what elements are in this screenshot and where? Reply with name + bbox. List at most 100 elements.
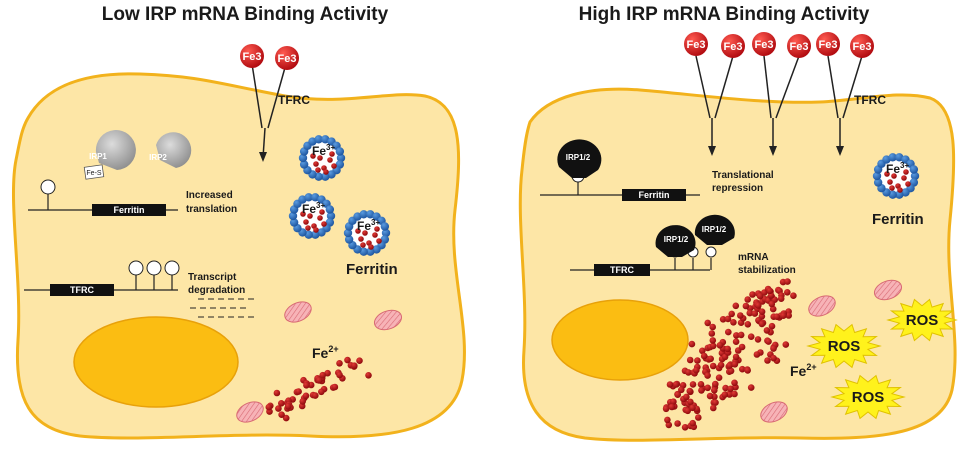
ferritin-shell: Fe3+ [298,135,346,181]
iron-atom [709,362,717,370]
mitochondrion [873,279,903,301]
ferritin-subunit [335,147,345,156]
left-tfrc-mrna: TFRC [24,260,180,296]
iron-atom [683,393,690,401]
iron-atom [756,292,764,300]
left-fe3-ball-2: Fe3 [275,46,299,70]
left-transcript-label: Transcript [188,272,237,283]
iron-atom [730,319,737,326]
iron-atom [747,333,755,341]
iron-atom [731,379,738,387]
iron-atom [307,213,313,219]
iron-atom [727,385,734,393]
iron-atom [295,388,302,395]
iron-atom [315,377,323,384]
right-fe3-ball: Fe3 [684,32,708,56]
svg-text:TFRC: TFRC [70,285,94,295]
iron-atom [891,173,897,179]
iron-atom [300,211,306,217]
right-fe3-ball: Fe3 [816,32,840,56]
right-tfrc-label: TFRC [854,93,886,107]
right-repression-label: repression [712,183,763,194]
iron-atom [766,287,774,295]
irp12-protein: IRP1/2 [694,214,735,245]
iron-atom [303,219,309,225]
iron-atom [689,381,697,388]
iron-atom [319,209,325,215]
iron-atom [724,315,732,323]
iron-atom [331,163,337,169]
irp1-protein: IRP1 [89,130,136,170]
svg-text:Fe3: Fe3 [278,53,297,65]
iron-atom [887,179,893,185]
left-ferritin-mrna: Ferritin [28,179,178,216]
right-ferritin-name: Ferritin [872,211,924,228]
iron-atom [662,405,670,413]
ferritin-subunit [343,228,353,238]
svg-text:IRP1/2: IRP1/2 [702,225,727,234]
iron-atom [901,175,907,181]
iron-atom [777,295,785,303]
iron-atom [708,330,716,337]
ferritin-subunit [366,247,375,256]
iron-atom [744,296,751,303]
right-fe3-ball: Fe3 [850,34,874,58]
iron-atom [315,167,321,173]
right-stabilization-label: stabilization [738,265,796,276]
iron-atom [694,357,701,364]
mitochondrion [373,309,403,331]
left-fe2-label: Fe2+ [312,344,339,361]
left-panel-title: Low IRP mRNA Binding Activity [102,4,389,25]
iron-atom [265,403,273,411]
irp12-protein: IRP1/2 [655,225,696,257]
ferritin-subunit [304,193,313,202]
ferritin-fe3-label: Fe3+ [886,161,909,176]
ferritin-subunit [873,178,883,187]
iron-atom [889,185,895,191]
svg-text:Ferritin: Ferritin [638,190,669,200]
iron-atom [712,399,719,406]
iron-atom [686,387,694,395]
left-increased-label: Increased [186,190,233,201]
iron-atom [765,338,772,345]
iron-atom [709,337,717,344]
iron-atom [717,361,725,369]
iron-atom [731,361,739,368]
iron-atom [681,424,689,431]
iron-atom [360,242,366,248]
iron-atom [273,389,281,397]
iron-atom [768,300,776,308]
iron-atom [698,387,705,394]
ferritin-fe3-label: Fe3+ [357,218,380,233]
iron-atom [728,310,735,318]
right-translational-label: Translational [712,170,774,181]
iron-atom [737,331,745,339]
iron-atom [299,398,307,405]
mitochondrion [284,301,312,323]
iron-atom [670,398,677,406]
iron-atom [336,360,343,367]
iron-atom [755,302,762,309]
svg-text:Fe3: Fe3 [853,41,872,53]
irp12-protein: IRP1/2 [557,139,602,178]
left-cell [11,72,466,440]
ferritin-subunit [872,171,882,181]
right-ferritin-mrna: Ferritin [540,169,700,201]
iron-atom [313,161,319,167]
right-panel-title: High IRP mRNA Binding Activity [579,4,870,25]
svg-text:Fe3: Fe3 [243,51,262,63]
mitochondrion [236,401,264,423]
iron-atom [684,407,691,415]
svg-text:Fe3: Fe3 [687,39,706,51]
iron-atom [754,336,762,343]
right-fe3-ball: Fe3 [721,34,745,58]
iron-atom [305,225,311,231]
iron-atom [715,374,723,382]
iron-atom [726,362,733,369]
iron-atom [732,302,740,310]
iron-atom [769,305,777,313]
iron-atom [666,381,674,388]
iron-atom [707,355,714,363]
iron-atom [746,309,754,317]
iron-atom [365,372,372,379]
